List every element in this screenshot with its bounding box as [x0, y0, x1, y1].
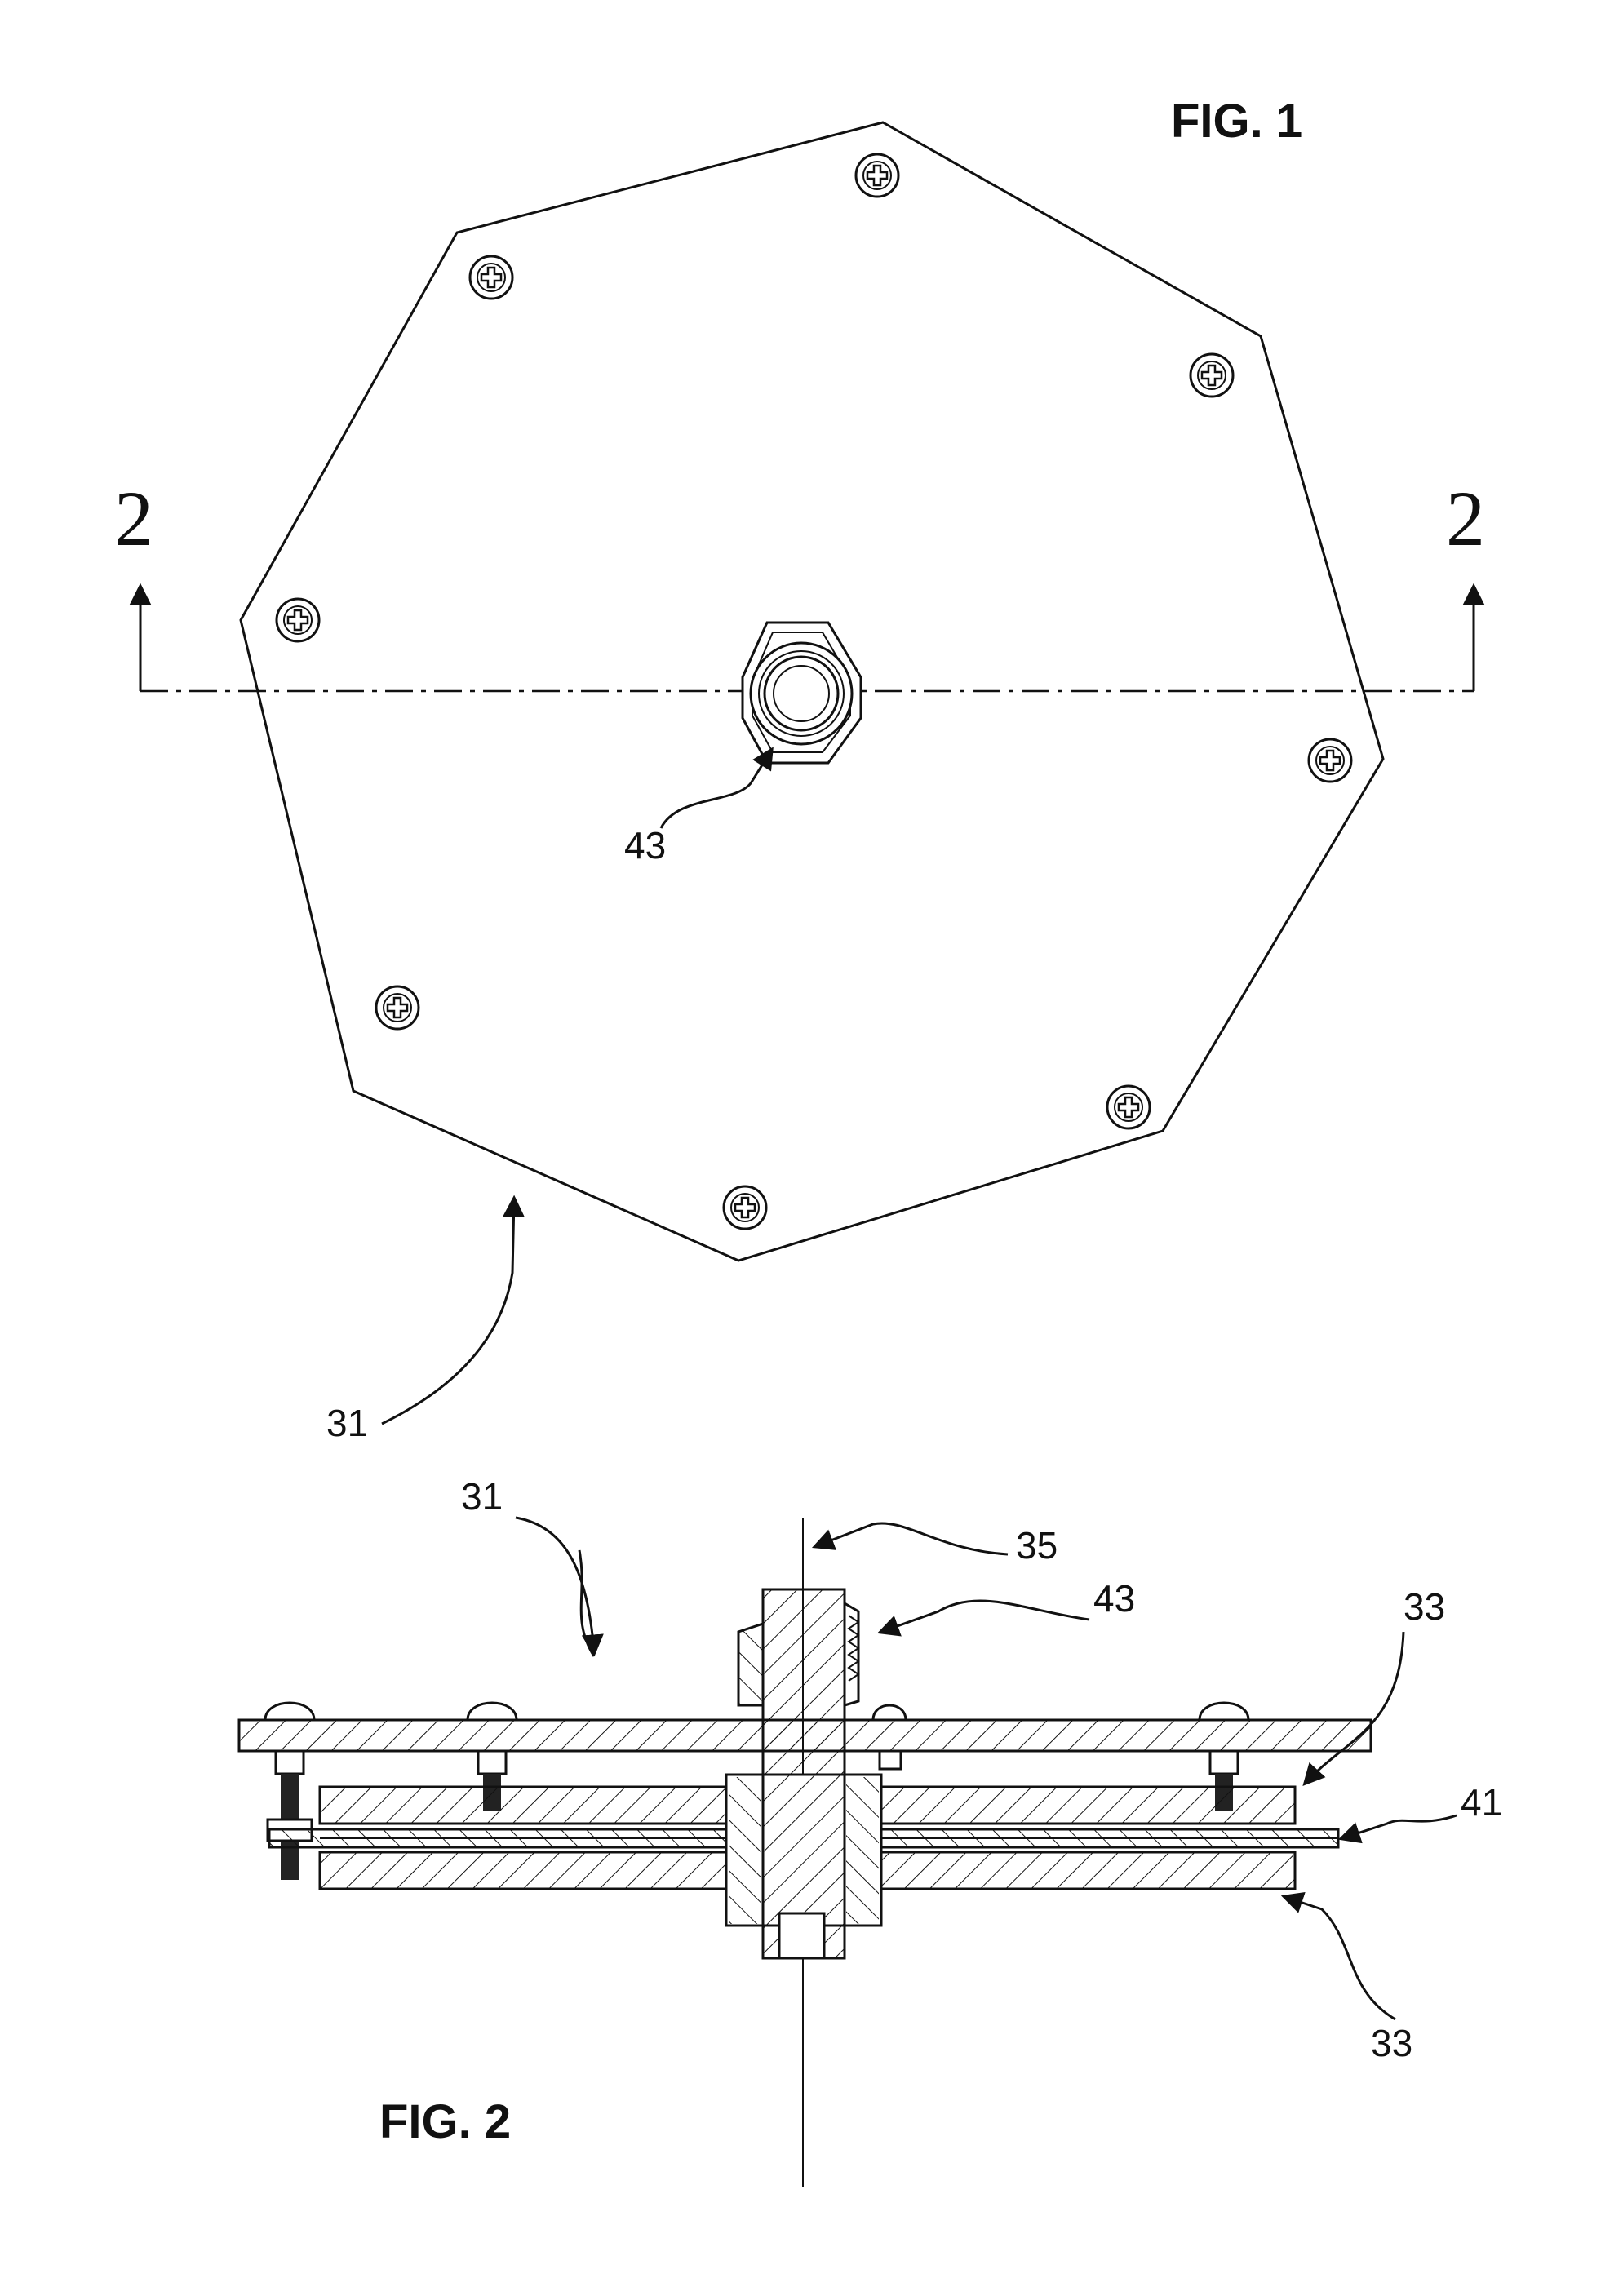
screw-icon	[1309, 739, 1351, 782]
section-label-right: 2	[1446, 475, 1485, 562]
screw-icon	[1191, 354, 1233, 397]
ref-label-31: 31	[326, 1402, 368, 1444]
leader-line-33-top	[1306, 1632, 1403, 1783]
ref-label-33-bottom: 33	[1371, 2022, 1412, 2064]
leader-line-43	[661, 751, 771, 828]
fig1-title: FIG. 1	[1171, 95, 1302, 148]
leader-line-33-bottom	[1285, 1897, 1395, 2019]
ref-label-43: 43	[624, 824, 666, 867]
screw-icon	[470, 256, 512, 299]
ref-label-41: 41	[1461, 1781, 1502, 1824]
screw-icon	[724, 1186, 766, 1229]
ref-label-35: 35	[1016, 1524, 1058, 1567]
figure-2: FIG. 2	[239, 1475, 1502, 2187]
figure-1: FIG. 1 2 2 43 31	[114, 95, 1485, 1444]
leader-line-35	[816, 1523, 1008, 1554]
ref-label-31b: 31	[461, 1475, 503, 1518]
screw-icon	[1107, 1086, 1150, 1128]
fitting-section	[726, 1589, 881, 1958]
ref-label-33-top: 33	[1403, 1585, 1445, 1628]
screw-icon	[376, 986, 419, 1029]
leader-line-31	[382, 1199, 514, 1424]
ref-label-43b: 43	[1093, 1577, 1135, 1620]
leader-line-31b	[516, 1518, 594, 1652]
fitting-hex-icon	[743, 623, 861, 763]
screw-icon	[277, 599, 319, 641]
leader-line-43b	[881, 1601, 1089, 1632]
leader-line-41	[1342, 1815, 1457, 1838]
screw-icon	[856, 154, 898, 197]
fig2-title: FIG. 2	[379, 2095, 511, 2148]
section-label-left: 2	[114, 475, 153, 562]
